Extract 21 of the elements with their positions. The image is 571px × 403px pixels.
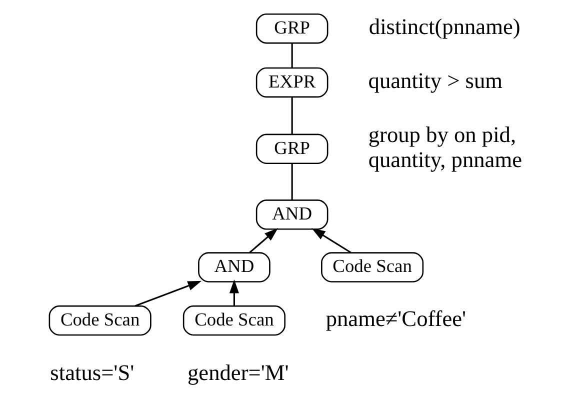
- node-box: GRP: [256, 134, 328, 164]
- connector: [291, 164, 293, 200]
- arrow: [134, 280, 202, 307]
- node-box: AND: [198, 252, 270, 282]
- node-label: status='S': [50, 360, 134, 385]
- arrow: [312, 228, 352, 254]
- node-box: GRP: [256, 13, 328, 44]
- node-label: group by on pid, quantity, pnname: [368, 122, 522, 172]
- node-box: Code Scan: [321, 252, 424, 282]
- connector: [291, 43, 293, 68]
- node-box: AND: [256, 200, 328, 230]
- arrow: [229, 279, 239, 306]
- node-label: quantity > sum: [368, 68, 503, 93]
- arrow: [249, 228, 278, 254]
- node-box: Code Scan: [48, 305, 152, 336]
- node-box: Code Scan: [182, 305, 286, 336]
- node-box: EXPR: [256, 67, 328, 98]
- connector: [291, 97, 293, 134]
- node-label: distinct(pnname): [368, 14, 520, 39]
- node-label: pname≠'Coffee': [326, 306, 466, 331]
- node-label: gender='M': [188, 360, 289, 385]
